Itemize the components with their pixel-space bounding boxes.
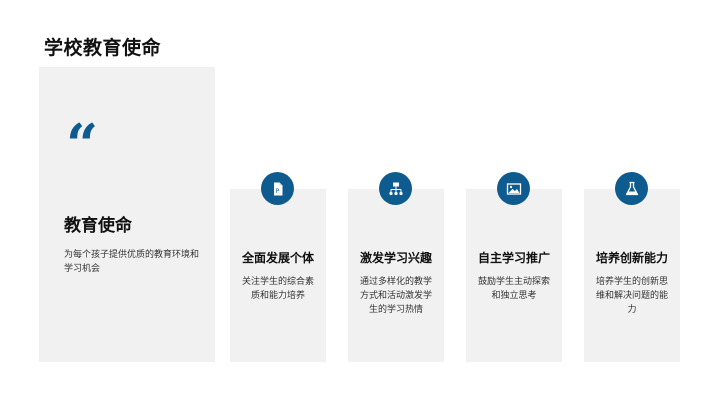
card-self-learning: 自主学习推广 鼓励学生主动探索和独立思考: [466, 172, 562, 362]
org-chart-icon: [379, 172, 412, 205]
card-description: 鼓励学生主动探索和独立思考: [478, 277, 551, 301]
card-title: 全面发展个体: [241, 251, 314, 265]
card-title: 自主学习推广: [477, 251, 550, 265]
card-description: 培养学生的创新思维和解决问题的能力: [596, 277, 669, 315]
card-inspire-interest: 激发学习兴趣 通过多样化的教学方式和活动激发学生的学习热情: [348, 172, 444, 362]
flask-icon: [615, 172, 648, 205]
card-description: 关注学生的综合素质和能力培养: [242, 277, 315, 301]
card-holistic-development: P 全面发展个体 关注学生的综合素质和能力培养: [230, 172, 326, 362]
quote-icon: “: [66, 112, 99, 178]
mission-panel: “ 教育使命 为每个孩子提供优质的教育环境和学习机会: [39, 67, 215, 362]
card-innovation: 培养创新能力 培养学生的创新思维和解决问题的能力: [584, 172, 680, 362]
mission-description: 为每个孩子提供优质的教育环境和学习机会: [64, 250, 200, 274]
image-icon: [497, 172, 530, 205]
card-description: 通过多样化的教学方式和活动激发学生的学习热情: [360, 277, 433, 315]
mission-heading: 教育使命: [64, 216, 132, 236]
svg-text:P: P: [275, 188, 279, 195]
card-title: 培养创新能力: [595, 251, 668, 265]
page-title: 学校教育使命: [44, 37, 162, 59]
card-title: 激发学习兴趣: [359, 251, 432, 265]
document-icon: P: [261, 172, 294, 205]
